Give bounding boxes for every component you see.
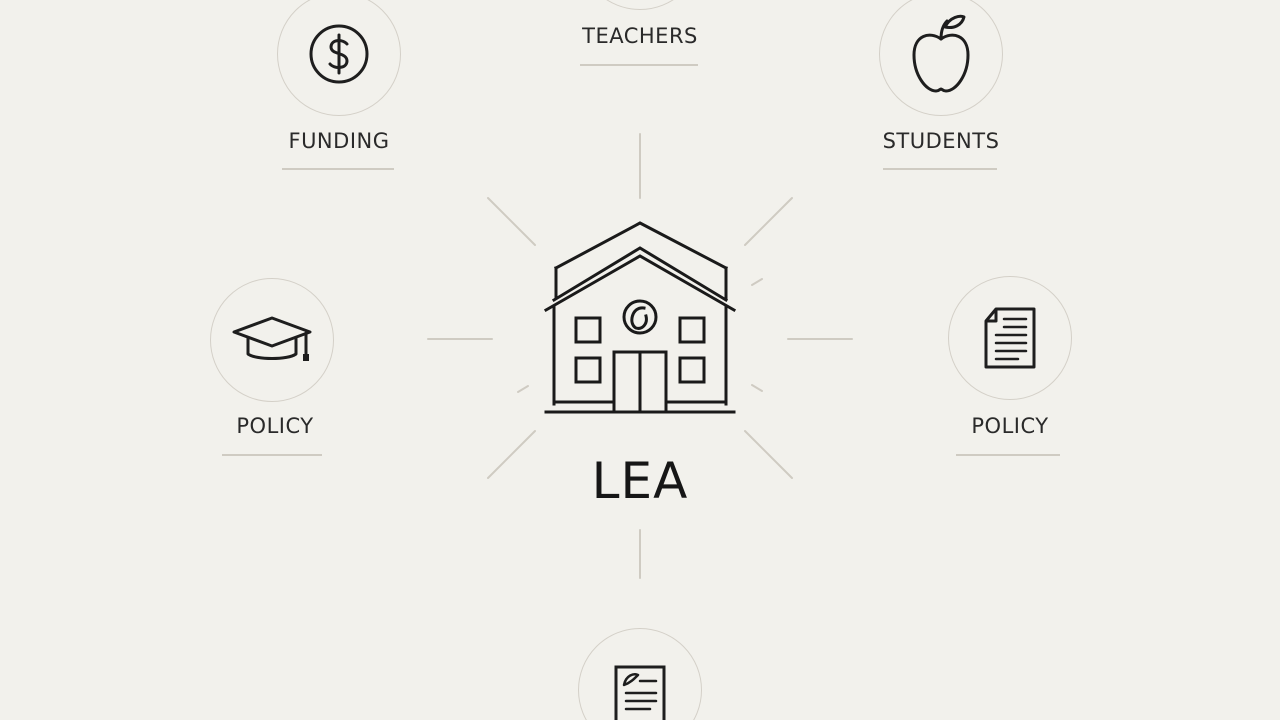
ray-bottom-left [487, 430, 536, 479]
bottom-node-circle[interactable] [578, 628, 702, 720]
policy-right-label: POLICY [971, 414, 1049, 438]
document-icon [614, 665, 666, 720]
ray-top-left [487, 197, 536, 246]
teachers-label: TEACHERS [582, 24, 698, 48]
students-underline [883, 168, 997, 170]
policy-right-node-circle[interactable] [948, 276, 1072, 400]
policy-left-node-circle[interactable] [210, 278, 334, 402]
ray-tick-lr [751, 384, 763, 392]
funding-label: FUNDING [288, 129, 390, 153]
ray-bottom-right [744, 430, 793, 479]
apple-icon [912, 14, 970, 93]
graduation-cap-icon [232, 316, 312, 361]
policy-left-label: POLICY [236, 414, 314, 438]
teachers-underline [580, 64, 698, 66]
funding-underline [282, 168, 394, 170]
students-node-circle[interactable] [879, 0, 1003, 116]
ray-top-right [744, 197, 793, 246]
funding-node-circle[interactable] [277, 0, 401, 116]
center-label: LEA [591, 452, 689, 510]
policy-right-underline [956, 454, 1060, 456]
school-building-icon [543, 221, 737, 414]
ray-tick-ul [751, 278, 763, 286]
dollar-icon [309, 24, 369, 84]
policy-left-underline [222, 454, 322, 456]
students-label: STUDENTS [882, 129, 1000, 153]
ray-tick-ll [517, 385, 529, 393]
document-icon [984, 307, 1036, 369]
